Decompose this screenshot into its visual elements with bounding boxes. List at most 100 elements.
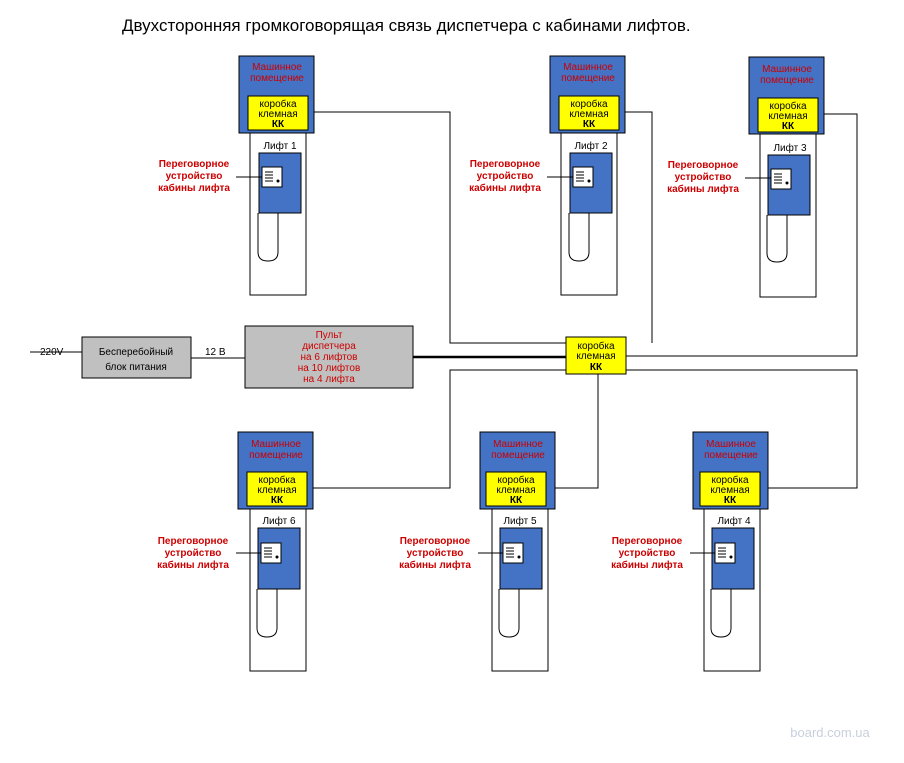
lift-label-2: Лифт 2 xyxy=(574,140,608,152)
intercom-label: кабины лифта xyxy=(157,559,229,571)
central-terminal-box: коробка клемная КК xyxy=(565,336,627,375)
lift-unit-1: Машинное помещение коробка клемная КК Ли… xyxy=(158,55,315,296)
ups-text: блок питания xyxy=(105,361,167,373)
cable-loop xyxy=(498,589,520,638)
kk-text: КК xyxy=(590,362,603,373)
wire-lift1 xyxy=(310,111,566,344)
wire-lift5 xyxy=(550,374,599,489)
intercom-label: Переговорное xyxy=(159,159,230,170)
intercom-label: кабины лифта xyxy=(667,183,739,195)
kk-text: коробка xyxy=(577,340,614,352)
terminal-box-4 xyxy=(699,471,761,507)
machine-room-text: помещение xyxy=(491,450,545,461)
terminal-box-3 xyxy=(757,97,819,133)
kk-text: клемная xyxy=(710,485,749,496)
intercom-icon xyxy=(502,542,524,564)
intercom-label: устройство xyxy=(477,171,534,182)
intercom-label: Переговорное xyxy=(158,536,229,547)
lift-unit-3: Машинное помещение коробка клемная КК Ли… xyxy=(667,56,825,298)
kk-text: клемная xyxy=(576,351,615,362)
lift-unit-2: Машинное помещение коробка клемная КК Ли… xyxy=(469,55,626,296)
terminal-box-5 xyxy=(485,471,547,507)
intercom-label: Переговорное xyxy=(612,536,683,547)
intercom-label: устройство xyxy=(407,548,464,559)
intercom-label: устройство xyxy=(166,171,223,182)
diagram-title: Двухсторонняя громкоговорящая связь дисп… xyxy=(122,16,691,35)
kk-text: КК xyxy=(510,495,523,506)
kk-text: клемная xyxy=(768,111,807,122)
kk-text: клемная xyxy=(496,485,535,496)
ups-block: Бесперебойный блок питания xyxy=(81,336,192,379)
lift-label-5: Лифт 5 xyxy=(503,515,537,527)
console-text: на 10 лифтов xyxy=(298,362,361,374)
cable-loop xyxy=(256,589,278,638)
kk-text: коробка xyxy=(497,474,534,486)
intercom-icon xyxy=(572,166,594,188)
output-voltage: 12 В xyxy=(205,347,226,358)
cable-loop xyxy=(766,215,788,263)
dispatcher-console: Пульт диспетчера на 6 лифтов на 10 лифто… xyxy=(244,325,414,389)
machine-room-text: Машинное xyxy=(252,62,302,73)
wire-lift3 xyxy=(626,113,858,357)
kk-text: КК xyxy=(271,495,284,506)
machine-room-text: помещение xyxy=(250,73,304,84)
kk-text: клемная xyxy=(257,485,296,496)
intercom-label: кабины лифта xyxy=(469,182,541,194)
kk-text: коробка xyxy=(259,98,296,110)
kk-text: КК xyxy=(782,121,795,132)
wire-lift6 xyxy=(310,369,566,489)
intercom-label: устройство xyxy=(619,548,676,559)
kk-text: коробка xyxy=(570,98,607,110)
wiring xyxy=(30,111,858,489)
machine-room-text: помещение xyxy=(561,73,615,84)
intercom-label: кабины лифта xyxy=(158,182,230,194)
cable-loop xyxy=(257,213,279,262)
lift-unit-4: Машинное помещение коробка клемная КК Ли… xyxy=(611,431,769,672)
console-text: на 4 лифта xyxy=(303,373,355,385)
intercom-icon xyxy=(770,168,792,190)
machine-room-text: помещение xyxy=(249,450,303,461)
kk-text: коробка xyxy=(769,100,806,112)
kk-text: коробка xyxy=(711,474,748,486)
lift-unit-6: Машинное помещение коробка клемная КК Ли… xyxy=(157,431,314,672)
wire-lift4 xyxy=(626,369,858,489)
input-voltage: 220V xyxy=(40,347,64,358)
kk-text: КК xyxy=(724,495,737,506)
wire-lift2 xyxy=(621,111,653,343)
kk-text: коробка xyxy=(258,474,295,486)
lift-label-3: Лифт 3 xyxy=(773,142,807,154)
intercom-icon xyxy=(261,166,283,188)
kk-text: КК xyxy=(272,119,285,130)
kk-text: клемная xyxy=(258,109,297,120)
lift-label-1: Лифт 1 xyxy=(263,140,297,152)
machine-room-text: Машинное xyxy=(563,62,613,73)
machine-room-text: Машинное xyxy=(251,439,301,450)
kk-text: клемная xyxy=(569,109,608,120)
machine-room-text: помещение xyxy=(760,75,814,86)
console-text: Пульт xyxy=(316,330,343,341)
lift-label-6: Лифт 6 xyxy=(262,515,296,527)
kk-text: КК xyxy=(583,119,596,130)
intercom-label: Переговорное xyxy=(668,160,739,171)
lift-unit-5: Машинное помещение коробка клемная КК Ли… xyxy=(399,431,556,672)
terminal-box-1 xyxy=(247,95,309,131)
intercom-icon xyxy=(714,542,736,564)
console-text: диспетчера xyxy=(302,341,356,352)
terminal-box-6 xyxy=(246,471,308,507)
watermark: board.com.ua xyxy=(790,725,870,740)
intercom-label: кабины лифта xyxy=(399,559,471,571)
intercom-label: кабины лифта xyxy=(611,559,683,571)
intercom-label: устройство xyxy=(165,548,222,559)
intercom-label: Переговорное xyxy=(470,159,541,170)
terminal-box-2 xyxy=(558,95,620,131)
intercom-icon xyxy=(260,542,282,564)
intercom-label: Переговорное xyxy=(400,536,471,547)
intercom-label: устройство xyxy=(675,172,732,183)
cable-loop xyxy=(568,213,590,262)
machine-room-text: Машинное xyxy=(706,439,756,450)
machine-room-text: Машинное xyxy=(493,439,543,450)
machine-room-text: помещение xyxy=(704,450,758,461)
cable-loop xyxy=(710,589,732,638)
console-text: на 6 лифтов xyxy=(301,351,358,363)
